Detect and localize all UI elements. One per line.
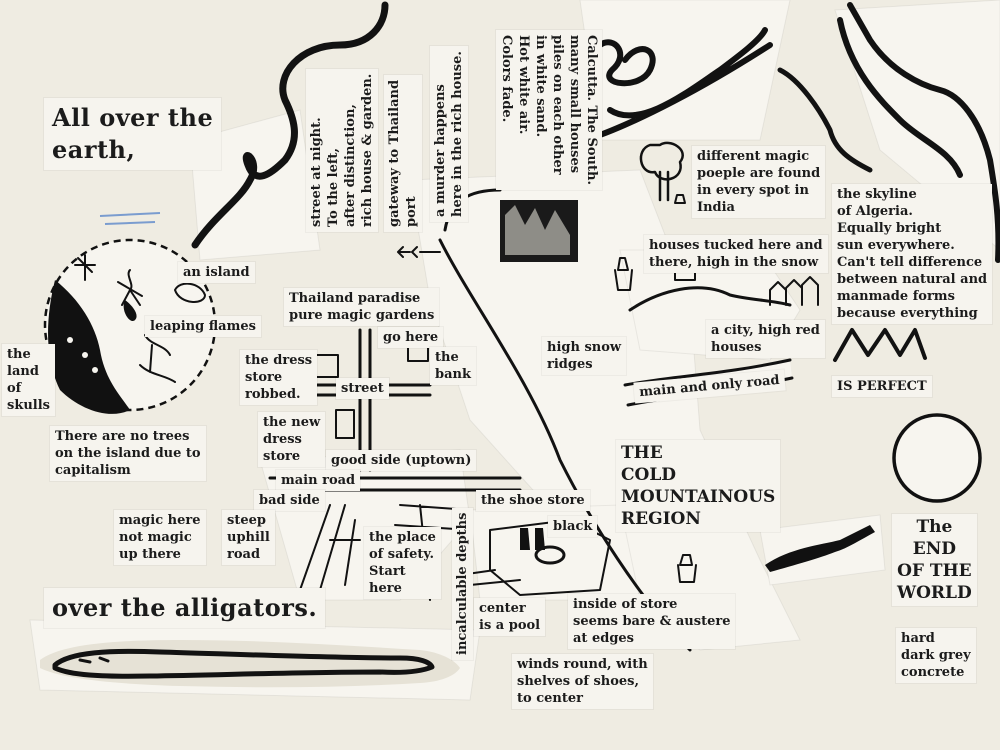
alligator	[40, 640, 460, 688]
inside-store-label: inside of store seems bare & austere at …	[568, 594, 736, 649]
leaping-flames-label: leaping flames	[145, 316, 261, 337]
houses-tucked-label: houses tucked here and there, high in th…	[644, 235, 828, 273]
black-label: black	[548, 516, 598, 537]
high-snow-label: high snow ridges	[542, 337, 627, 375]
calcutta-label: Calcutta. The South. many small houses p…	[496, 30, 602, 190]
the-bank-label: the bank	[430, 347, 476, 385]
land-of-skulls-label: the land of skulls	[2, 344, 55, 416]
murder-label: a murder happens here in the rich house.	[430, 46, 468, 222]
gateway-thailand-label: gateway to Thailand port	[384, 74, 422, 232]
india-glyphs	[614, 141, 697, 583]
an-island-label: an island	[178, 262, 255, 283]
ink-squiggles	[191, 1, 1000, 263]
no-trees-label: There are no trees on the island due to …	[50, 426, 206, 481]
shoe-store-label: the shoe store	[476, 490, 590, 511]
snow-ridges	[628, 261, 927, 362]
street-at-night-label: street at night. To the left, after dist…	[306, 68, 378, 232]
magic-poeple-label: different magic poeple are found in ever…	[692, 146, 826, 218]
bad-side-label: bad side	[254, 490, 325, 511]
incalculable-depths-label: incalculable depths	[452, 507, 473, 660]
thailand-paradise-label: Thailand paradise pure magic gardens	[284, 288, 440, 326]
main-road-label: main road	[276, 470, 361, 491]
winds-round-label: winds round, with shelves of shoes, to c…	[512, 654, 653, 709]
is-perfect-label: IS PERFECT	[832, 376, 932, 397]
calcutta-stamp	[500, 200, 578, 262]
leaping-animal	[765, 525, 875, 572]
new-dress-label: the new dress store	[258, 412, 326, 467]
all-over-earth-label: All over the earth,	[44, 98, 222, 170]
go-here-label: go here	[378, 327, 444, 348]
cold-region-label: THE COLD MOUNTAINOUS REGION	[616, 440, 781, 532]
blue-strokes	[99, 212, 161, 225]
city-red-label: a city, high red houses	[706, 320, 825, 358]
good-side-label: good side (uptown)	[326, 450, 477, 471]
sun	[892, 413, 982, 503]
street-label: street	[336, 378, 389, 399]
concrete-label: hard dark grey concrete	[896, 628, 976, 683]
end-of-world-label: The END OF THE WORLD	[892, 514, 977, 606]
place-of-safety-label: the place of safety. Start here	[364, 527, 441, 599]
steep-road-label: steep uphill road	[222, 510, 275, 565]
over-alligators-label: over the alligators.	[44, 588, 326, 628]
dress-robbed-label: the dress store robbed.	[240, 350, 318, 405]
magic-here-label: magic here not magic up there	[114, 510, 206, 565]
center-pool-label: center is a pool	[474, 598, 546, 636]
island	[43, 238, 217, 414]
skyline-algeria-label: the skyline of Algeria. Equally bright s…	[832, 184, 993, 324]
